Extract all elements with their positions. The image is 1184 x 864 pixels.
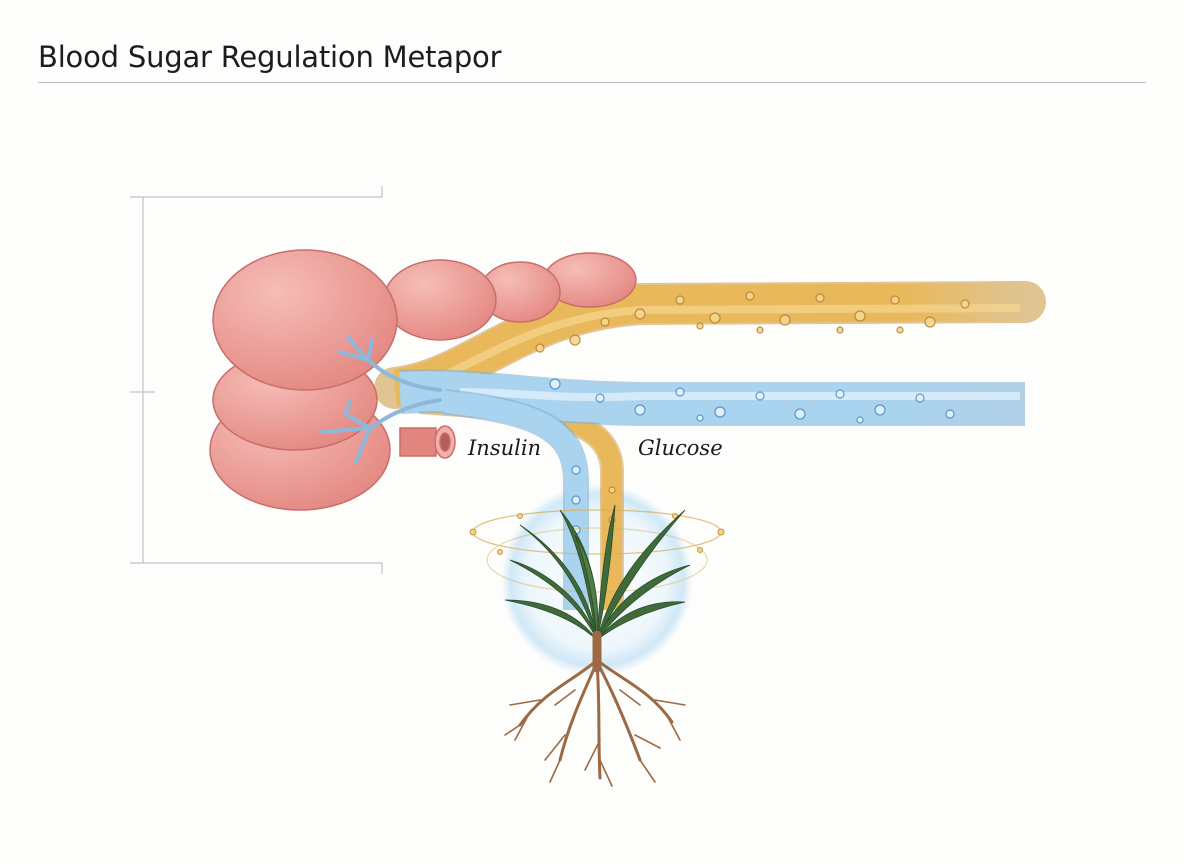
insulin-label: Insulin	[467, 436, 541, 460]
roots-icon	[504, 630, 686, 787]
orbit-beads	[469, 513, 725, 555]
title-divider	[38, 82, 1146, 83]
plant-glow	[501, 484, 693, 676]
glucose-label: Glucose	[638, 436, 723, 460]
plant-icon	[504, 504, 691, 641]
left-bracket	[130, 186, 383, 574]
pancreatic-vessels	[320, 336, 442, 464]
pancreas-icon	[209, 249, 637, 511]
insulin-bubbles	[549, 378, 955, 535]
insulin-tube	[398, 369, 1025, 610]
page-title: Blood Sugar Regulation Metapor	[38, 40, 502, 74]
glucose-bubbles	[535, 291, 970, 524]
